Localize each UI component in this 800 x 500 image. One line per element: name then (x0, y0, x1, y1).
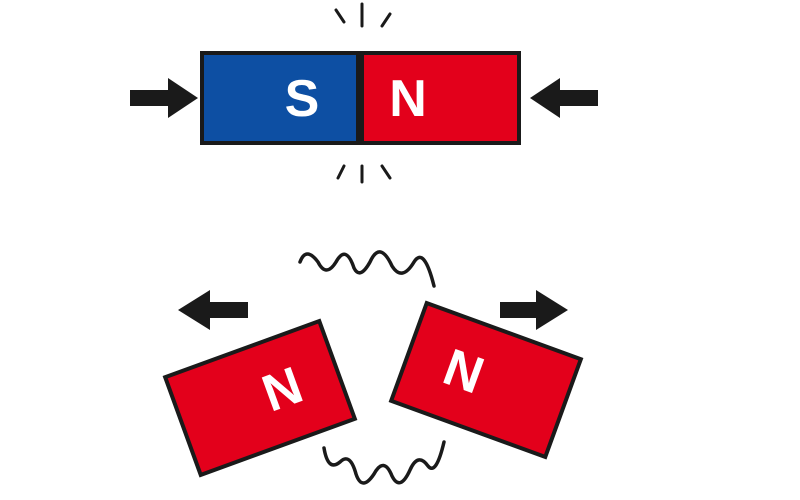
repulsion-burst-bottom-icon (322, 440, 446, 485)
arrow-right-icon (500, 290, 568, 330)
south-pole-label: S (285, 70, 320, 128)
north-pole-label: N (389, 70, 427, 128)
north-magnet: N (360, 51, 521, 145)
repulsion-burst-top-icon (298, 250, 436, 288)
attraction-group: S N (130, 2, 598, 184)
repulsion-group: N N (162, 250, 584, 485)
south-magnet: S (200, 51, 360, 145)
north-magnet-right: N (388, 300, 584, 460)
arrow-left-icon (178, 290, 248, 330)
north-magnet-left: N (162, 318, 358, 478)
snap-lines-bottom-icon (336, 164, 392, 184)
snap-lines-top-icon (334, 2, 392, 28)
arrow-right-icon (130, 78, 198, 118)
arrow-left-icon (530, 78, 598, 118)
